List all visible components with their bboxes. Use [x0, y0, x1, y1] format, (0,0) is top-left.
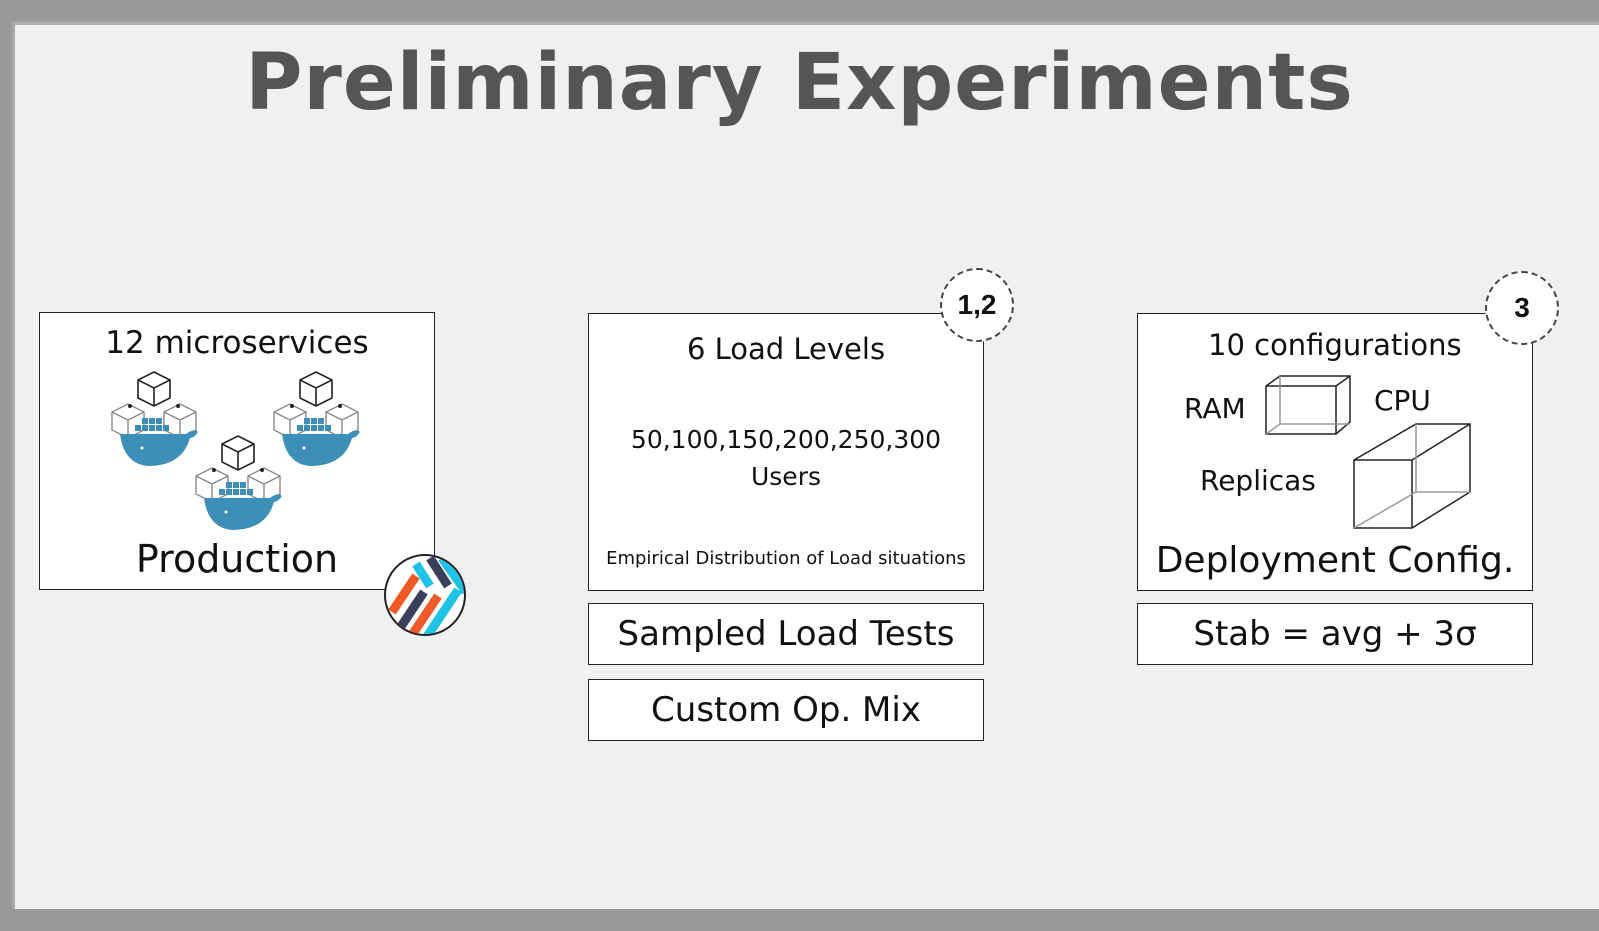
slide-title: Preliminary Experiments: [245, 38, 1354, 128]
zipkin-logo-icon: [384, 554, 466, 636]
ram-label: RAM: [1184, 392, 1246, 425]
configurations-heading: 10 configurations: [1208, 328, 1462, 362]
sampled-load-tests-label: Sampled Load Tests: [617, 614, 955, 654]
load-levels-heading: 6 Load Levels: [686, 332, 886, 366]
stability-formula-label: Stab = avg + 3σ: [1193, 614, 1477, 654]
deployment-config-label: Deployment Config.: [1155, 540, 1515, 581]
custom-op-mix-box: Custom Op. Mix: [588, 679, 984, 741]
cube-icon: [1353, 423, 1471, 529]
load-levels-values: 50,100,150,200,250,300: [630, 425, 942, 454]
replicas-label: Replicas: [1200, 464, 1316, 497]
load-distribution-note: Empirical Distribution of Load situation…: [606, 548, 966, 569]
custom-op-mix-label: Custom Op. Mix: [651, 690, 921, 730]
load-levels-unit: Users: [750, 462, 821, 491]
production-label: Production: [135, 537, 339, 581]
badge-3: 3: [1485, 271, 1559, 345]
stability-formula-box: Stab = avg + 3σ: [1137, 603, 1533, 665]
docker-cubes-icon: [195, 435, 282, 530]
badge-1-2: 1,2: [940, 268, 1014, 342]
cube-icon: [1265, 375, 1351, 435]
sampled-load-tests-box: Sampled Load Tests: [588, 603, 984, 665]
cpu-label: CPU: [1374, 384, 1431, 417]
docker-cubes-icon: [111, 371, 198, 466]
microservices-heading: 12 microservices: [105, 325, 369, 361]
docker-cubes-icon: [273, 371, 360, 466]
deployment-config-box: 10 configurations RAM CPU Replicas Deplo…: [1137, 313, 1533, 591]
load-levels-box: 6 Load Levels 50,100,150,200,250,300 Use…: [588, 313, 984, 591]
